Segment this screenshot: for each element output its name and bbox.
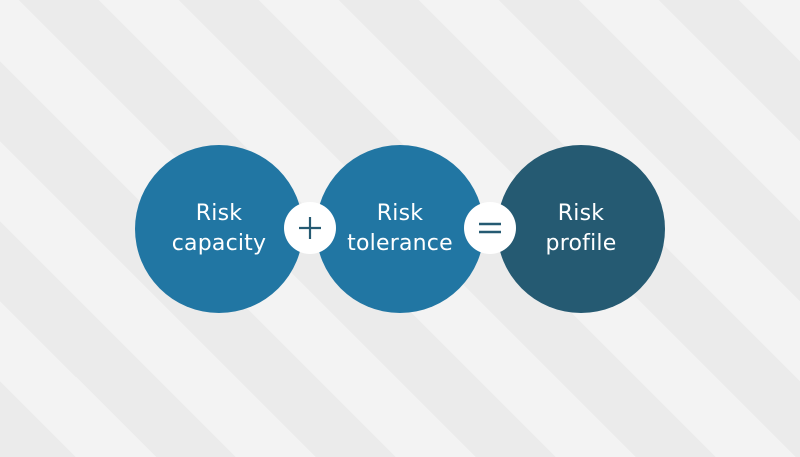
equals-icon (479, 222, 501, 234)
risk-tolerance-circle: Risk tolerance (316, 145, 484, 313)
risk-capacity-circle: Risk capacity (135, 145, 303, 313)
risk-profile-circle: Risk profile (497, 145, 665, 313)
plus-icon (299, 217, 321, 239)
circle-label-line1: Risk (376, 201, 424, 226)
circle-label-line2: capacity (171, 231, 267, 256)
equals-operator (464, 202, 516, 254)
plus-operator (284, 202, 336, 254)
circle-label-line2: profile (545, 231, 617, 256)
circle-label-line1: Risk (195, 201, 243, 226)
circle-label-line2: tolerance (347, 231, 453, 256)
circle-label-line1: Risk (557, 201, 605, 226)
